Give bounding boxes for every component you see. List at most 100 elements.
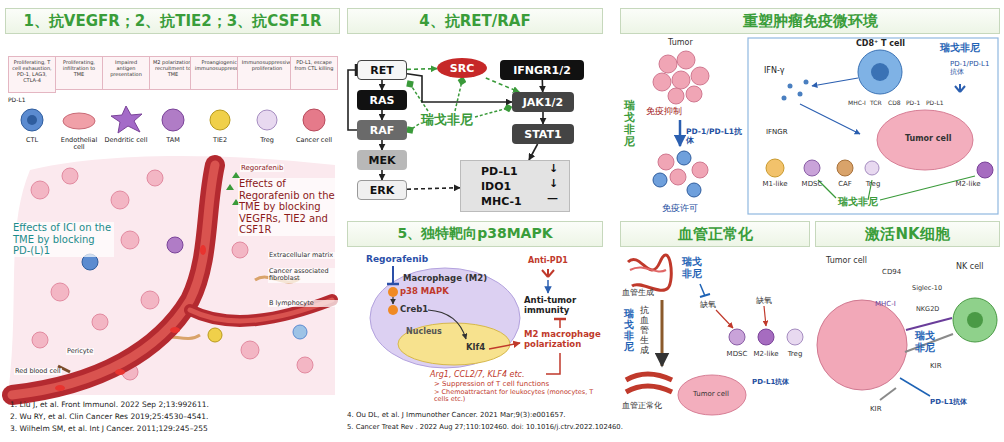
tumor-microenvironment-illustration: [200, 245, 206, 255]
cell-type-label: Dendritic cell: [104, 137, 148, 144]
node-text: MEK: [369, 154, 396, 167]
vessel-normalization-illustration: [729, 329, 745, 345]
drug-label: 瑞戈非尼: [624, 308, 634, 352]
pathway-connector: [486, 78, 519, 92]
cell-label: MDSC: [723, 350, 751, 358]
part-label: Red blood cell: [14, 368, 62, 375]
part-label: Extracellular matrix: [268, 252, 338, 259]
molecule-label: PD-1: [906, 100, 920, 107]
drug-label: 瑞戈非尼: [838, 196, 878, 208]
cell-label: MDSC: [797, 180, 827, 188]
effect-caption: Effects of Regorafenib on the TME by blo…: [238, 178, 338, 236]
nk-cell-illustration: [953, 298, 997, 342]
pathway-connector: [348, 70, 357, 130]
tumor-microenvironment-illustration: [297, 357, 313, 373]
vessel-normalization-illustration: [678, 375, 746, 415]
macrophage-illustration: [489, 343, 520, 349]
molecule-label: NKG2D: [916, 306, 939, 313]
molecule-label: Klf4: [466, 343, 485, 353]
vessel-normalization-illustration: [626, 374, 672, 380]
node-text: PD-L1, escape from CTL killing: [293, 59, 335, 71]
tumor-microenvironment-illustration: [12, 165, 215, 395]
process-label: 抗血管生成: [640, 306, 649, 355]
node-text: RAF: [370, 124, 395, 137]
node-text: 1、抗VEGFR；2、抗TIE2；3、抗CSF1R: [23, 12, 321, 31]
cell-label: CD8⁺ T cell: [856, 39, 905, 48]
tumor-microenvironment-illustration: [147, 170, 163, 186]
cell-label: M2-like: [750, 350, 782, 358]
tumor-immune-illustration: [668, 88, 684, 104]
regorafenib-inhibition-dashes: [410, 84, 428, 111]
tumor-immune-illustration: [653, 73, 671, 91]
tumor-immune-illustration: [800, 104, 860, 134]
node-text: M2 polarization, recruitment to TME: [152, 59, 194, 77]
nk-cell-illustration: [817, 300, 907, 390]
node-text: PD-L1: [481, 164, 518, 179]
reference: 1. Liu J, et al. Front Immunol. 2022 Sep…: [10, 401, 209, 410]
vessel-normalization-illustration: [787, 329, 803, 345]
node-text: RET: [370, 64, 394, 77]
molecule-label: CD94: [882, 268, 901, 276]
reference: 4. Ou DL, et al. J Immunother Cancer. 20…: [347, 411, 566, 419]
node-text: 4、抗RET/RAF: [419, 12, 530, 31]
macrophage-illustration: [387, 283, 399, 286]
drug-label: 瑞戈非尼: [915, 330, 937, 353]
node-text: 5、独特靶向p38MAPK: [397, 225, 552, 243]
nk-cell-illustration: [906, 318, 952, 330]
nk-cell-illustration: [817, 298, 997, 400]
drug-label: PD-1/PD-L1 抗体: [950, 60, 996, 76]
macrophage-illustration: [370, 268, 520, 368]
node-text: RAS: [370, 94, 395, 107]
cell-function-box: Impaired antigen presentation: [102, 56, 150, 90]
drug-label: PD-L1抗体: [752, 378, 789, 386]
pathway-box: RAF: [357, 120, 407, 140]
molecule-label: TCR: [870, 100, 882, 107]
tumor-microenvironment-illustration: [115, 369, 125, 375]
section-header: 激活NK细胞: [815, 221, 1000, 247]
pathway-connector: [381, 110, 383, 120]
state-label: 缺氧: [756, 296, 772, 305]
tumor-immune-illustration: [798, 92, 803, 97]
pathway-box: IFNGR1/2: [500, 60, 584, 80]
immune-cell-icons: [210, 110, 230, 130]
node-text: 重塑肿瘤免疫微环境: [743, 12, 878, 31]
vessel-normalization-illustration: [628, 255, 671, 290]
vessel-normalization-illustration: [716, 310, 733, 328]
molecule-label: p38 MAPK: [400, 287, 449, 297]
tumor-immune-illustration: [788, 84, 793, 89]
section-header: 血管正常化: [620, 221, 810, 247]
node-text: Immunosuppressive proliferation: [240, 59, 294, 71]
vessel-normalization-illustration: [630, 267, 666, 271]
tumor-immune-illustration: [691, 67, 709, 85]
regorafenib-inhibition-dashes: [410, 124, 419, 130]
pathway-box: STAT1: [512, 124, 574, 144]
pathway-box: JAK1/2: [512, 92, 574, 112]
node-text: SRC: [450, 62, 474, 75]
molecule-label: Siglec-10: [912, 285, 942, 292]
immune-cell-icons: [303, 109, 325, 131]
molecule-label: IFN-γ: [764, 66, 785, 75]
macrophage-illustration: [370, 266, 566, 374]
tumor-microenvironment-illustration: [111, 191, 129, 209]
cell-label: Tumor cell: [905, 134, 952, 143]
pathway-connector: [407, 74, 512, 102]
tumor-immune-illustration: [812, 78, 858, 86]
cell-function-box: Immunosuppressive proliferation: [237, 56, 297, 90]
part-label: Tumor: [668, 38, 693, 47]
vessel-normalization-illustration: [700, 294, 710, 297]
effect-note: > Chemoattractant for leukocytes (monocy…: [434, 389, 604, 404]
reference: 5. Cancer Treat Rev . 2022 Aug 27;110:10…: [347, 424, 623, 432]
tumor-immune-illustration: [766, 159, 784, 177]
tumor-microenvironment-illustration: [121, 231, 139, 249]
cell-type-label: Endothelial cell: [57, 137, 101, 152]
section-header: 重塑肿瘤免疫微环境: [620, 8, 1000, 34]
drug-label: 瑞戈非尼: [421, 113, 473, 128]
immune-cell-icons: [111, 106, 142, 133]
tumor-microenvironment-illustration: [62, 168, 78, 184]
node-text: Proliferating, infiltration to TME: [58, 59, 100, 77]
tumor-immune-illustration: [687, 183, 701, 197]
node-text: Nucleus: [406, 327, 442, 336]
state-label: 缺氧: [700, 300, 716, 309]
drug-label: PD-L1抗体: [930, 398, 967, 406]
tumor-immune-illustration: [748, 38, 998, 214]
